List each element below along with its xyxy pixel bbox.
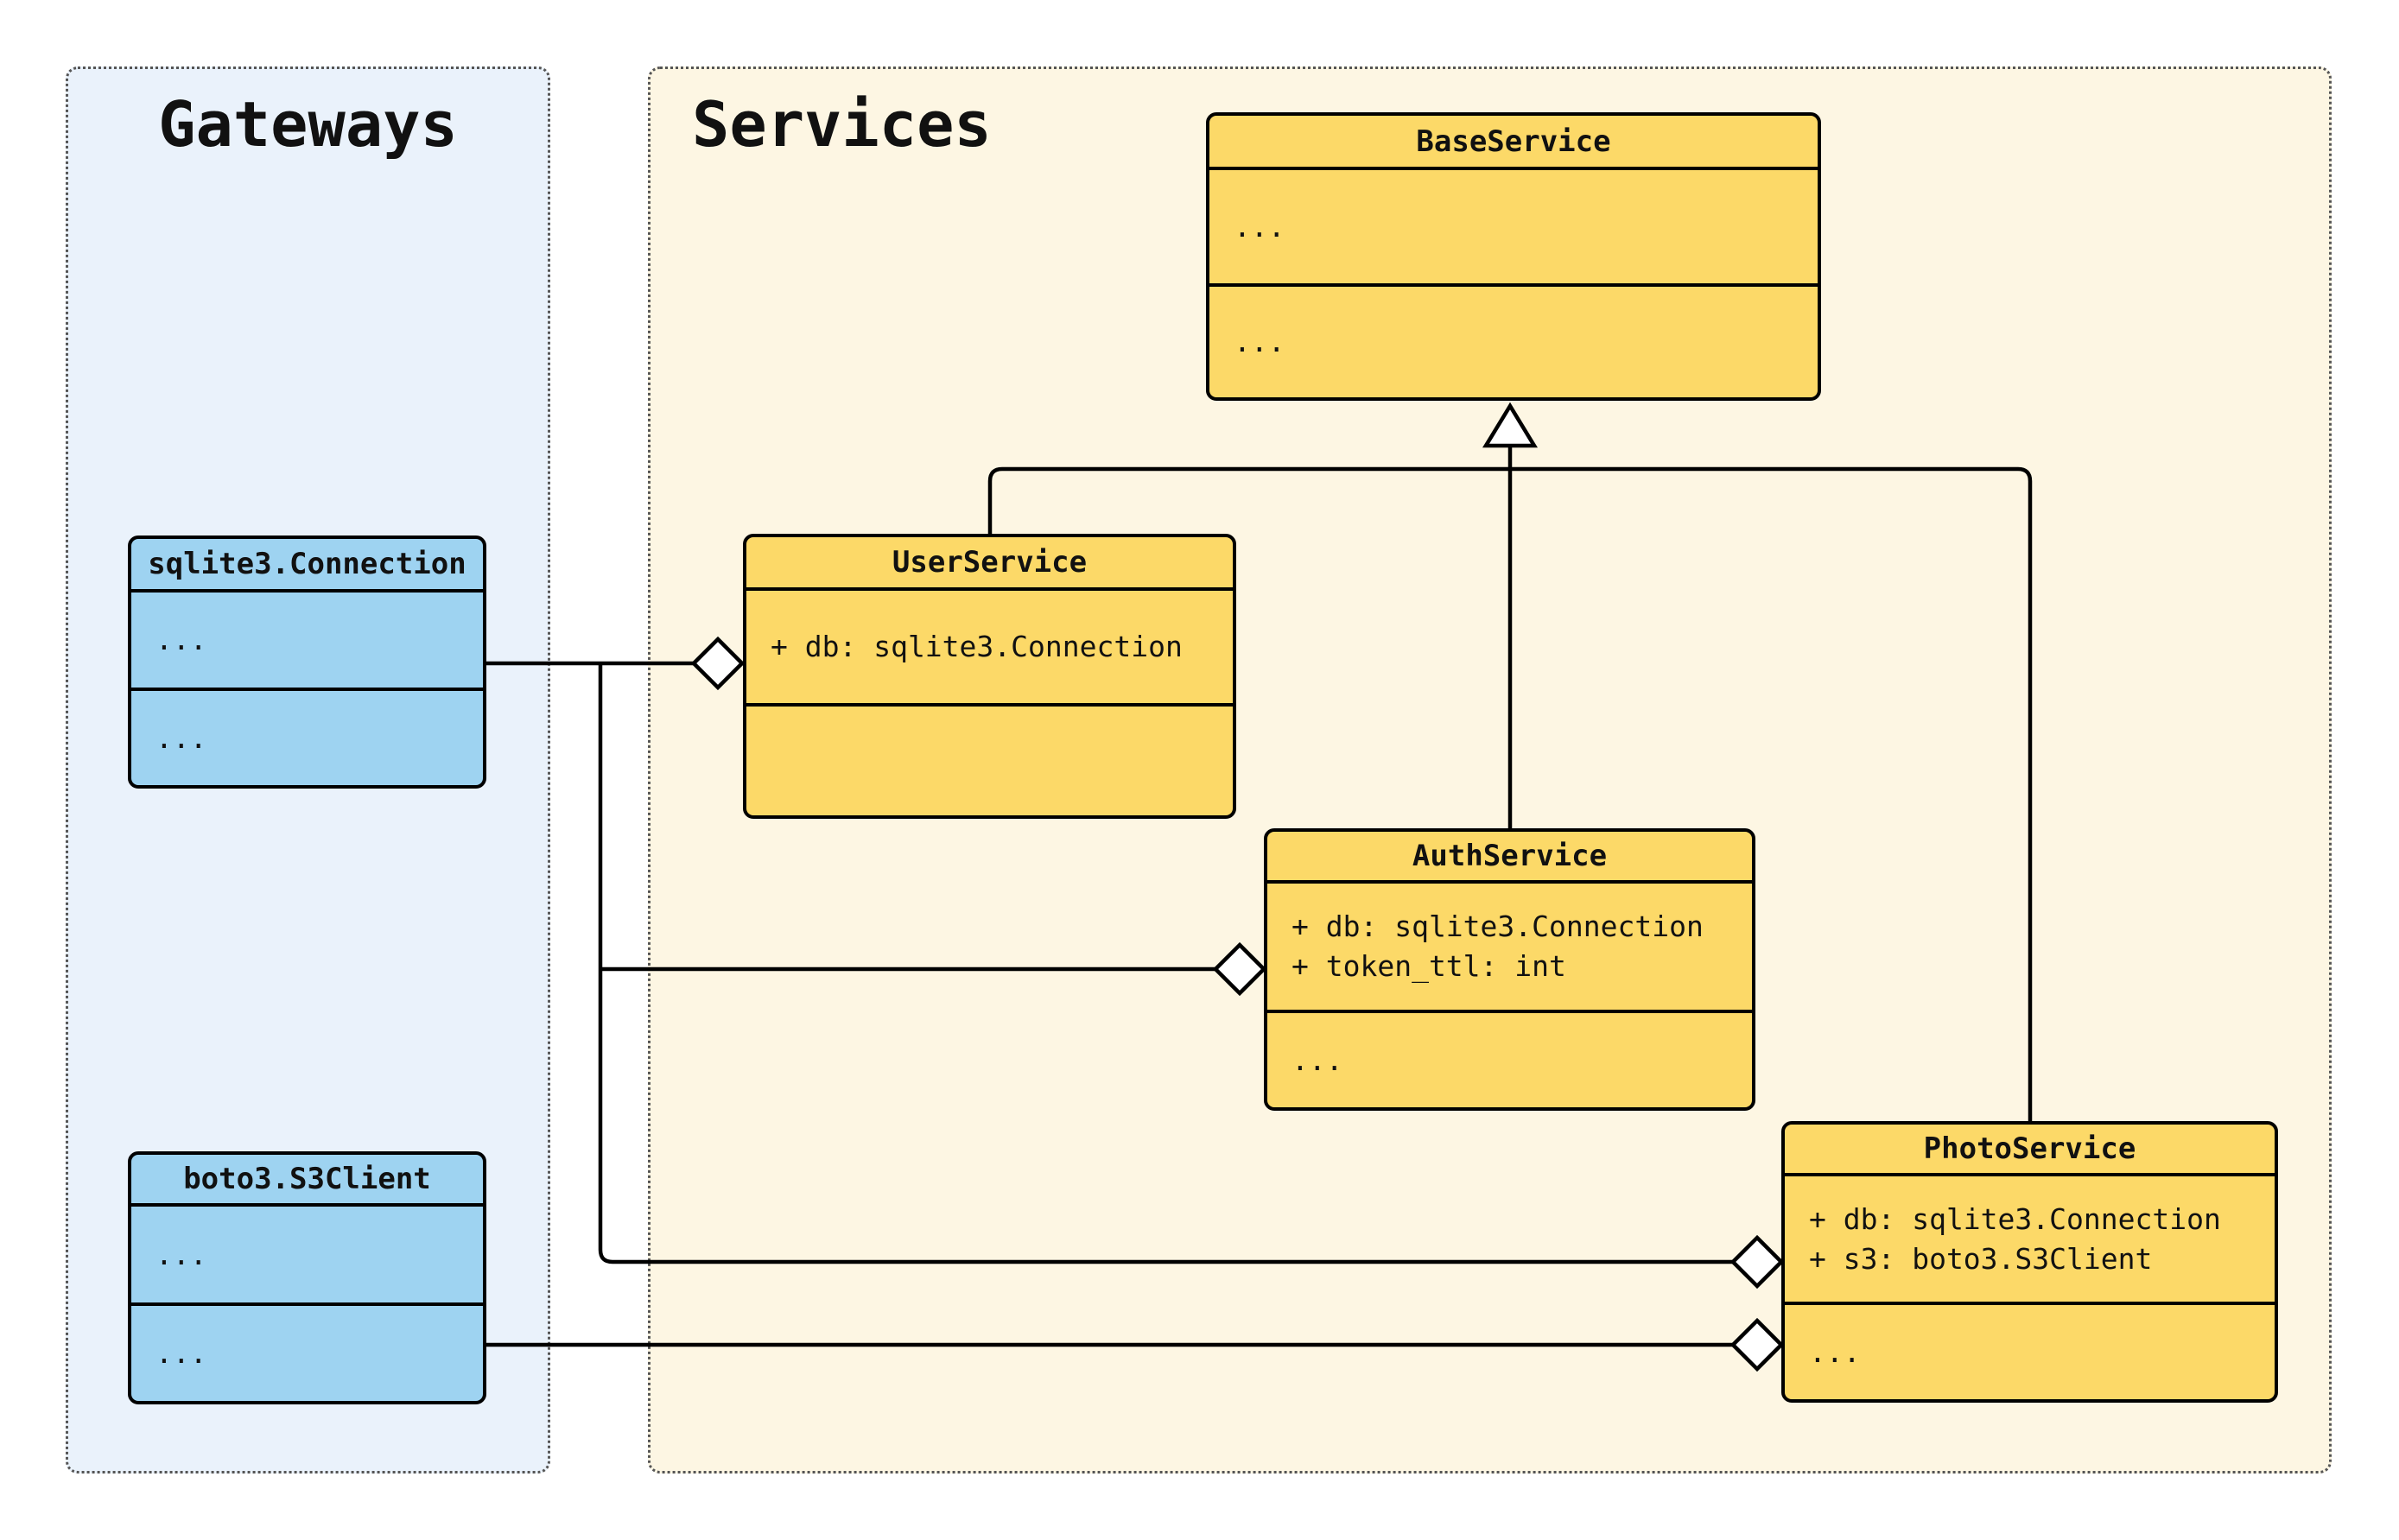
- method-line: ...: [1292, 1043, 1343, 1077]
- class-title: UserService: [892, 545, 1088, 580]
- class-title: AuthService: [1412, 839, 1608, 873]
- class-methods-section: ...: [1209, 283, 1818, 397]
- class-box-sqlite3-connection: sqlite3.Connection ... ...: [128, 536, 486, 789]
- class-box-base-service: BaseService ... ...: [1206, 112, 1821, 401]
- class-box-boto3-s3client: boto3.S3Client ... ...: [128, 1151, 486, 1404]
- class-title: BaseService: [1416, 124, 1611, 159]
- class-attributes-section: ...: [131, 589, 483, 688]
- class-methods-section: ...: [1267, 1010, 1752, 1107]
- attribute-line: ...: [155, 623, 207, 656]
- method-line: ...: [155, 720, 207, 755]
- class-attributes-section: + db: sqlite3.Connection + s3: boto3.S3C…: [1785, 1173, 2275, 1302]
- class-attributes-section: + db: sqlite3.Connection: [746, 587, 1233, 703]
- class-box-photo-service: PhotoService + db: sqlite3.Connection + …: [1781, 1121, 2278, 1403]
- class-attributes-section: ...: [131, 1203, 483, 1302]
- method-line: ...: [1234, 325, 1285, 358]
- attribute-line: + token_ttl: int: [1292, 949, 1566, 983]
- method-line: ...: [155, 1336, 207, 1370]
- class-methods-section: ...: [1785, 1302, 2275, 1399]
- services-panel-title: Services: [692, 88, 992, 161]
- attribute-line: + s3: boto3.S3Client: [1809, 1241, 2153, 1276]
- class-methods-section: ...: [131, 688, 483, 785]
- attribute-line: + db: sqlite3.Connection: [1809, 1201, 2221, 1236]
- class-title: PhotoService: [1923, 1131, 2136, 1166]
- class-title: sqlite3.Connection: [148, 547, 466, 581]
- gateways-panel-title: Gateways: [158, 88, 458, 161]
- class-box-user-service: UserService + db: sqlite3.Connection: [743, 534, 1236, 819]
- class-title: boto3.S3Client: [183, 1162, 431, 1196]
- class-attributes-section: + db: sqlite3.Connection + token_ttl: in…: [1267, 880, 1752, 1010]
- attribute-line: + db: sqlite3.Connection: [1292, 909, 1704, 943]
- class-methods-section: ...: [131, 1302, 483, 1401]
- class-methods-section: [746, 703, 1233, 815]
- attribute-line: ...: [155, 1237, 207, 1271]
- attribute-line: ...: [1234, 209, 1285, 244]
- attribute-line: + db: sqlite3.Connection: [771, 630, 1183, 663]
- class-attributes-section: ...: [1209, 167, 1818, 283]
- method-line: ...: [1809, 1334, 1861, 1369]
- class-box-auth-service: AuthService + db: sqlite3.Connection + t…: [1264, 828, 1755, 1111]
